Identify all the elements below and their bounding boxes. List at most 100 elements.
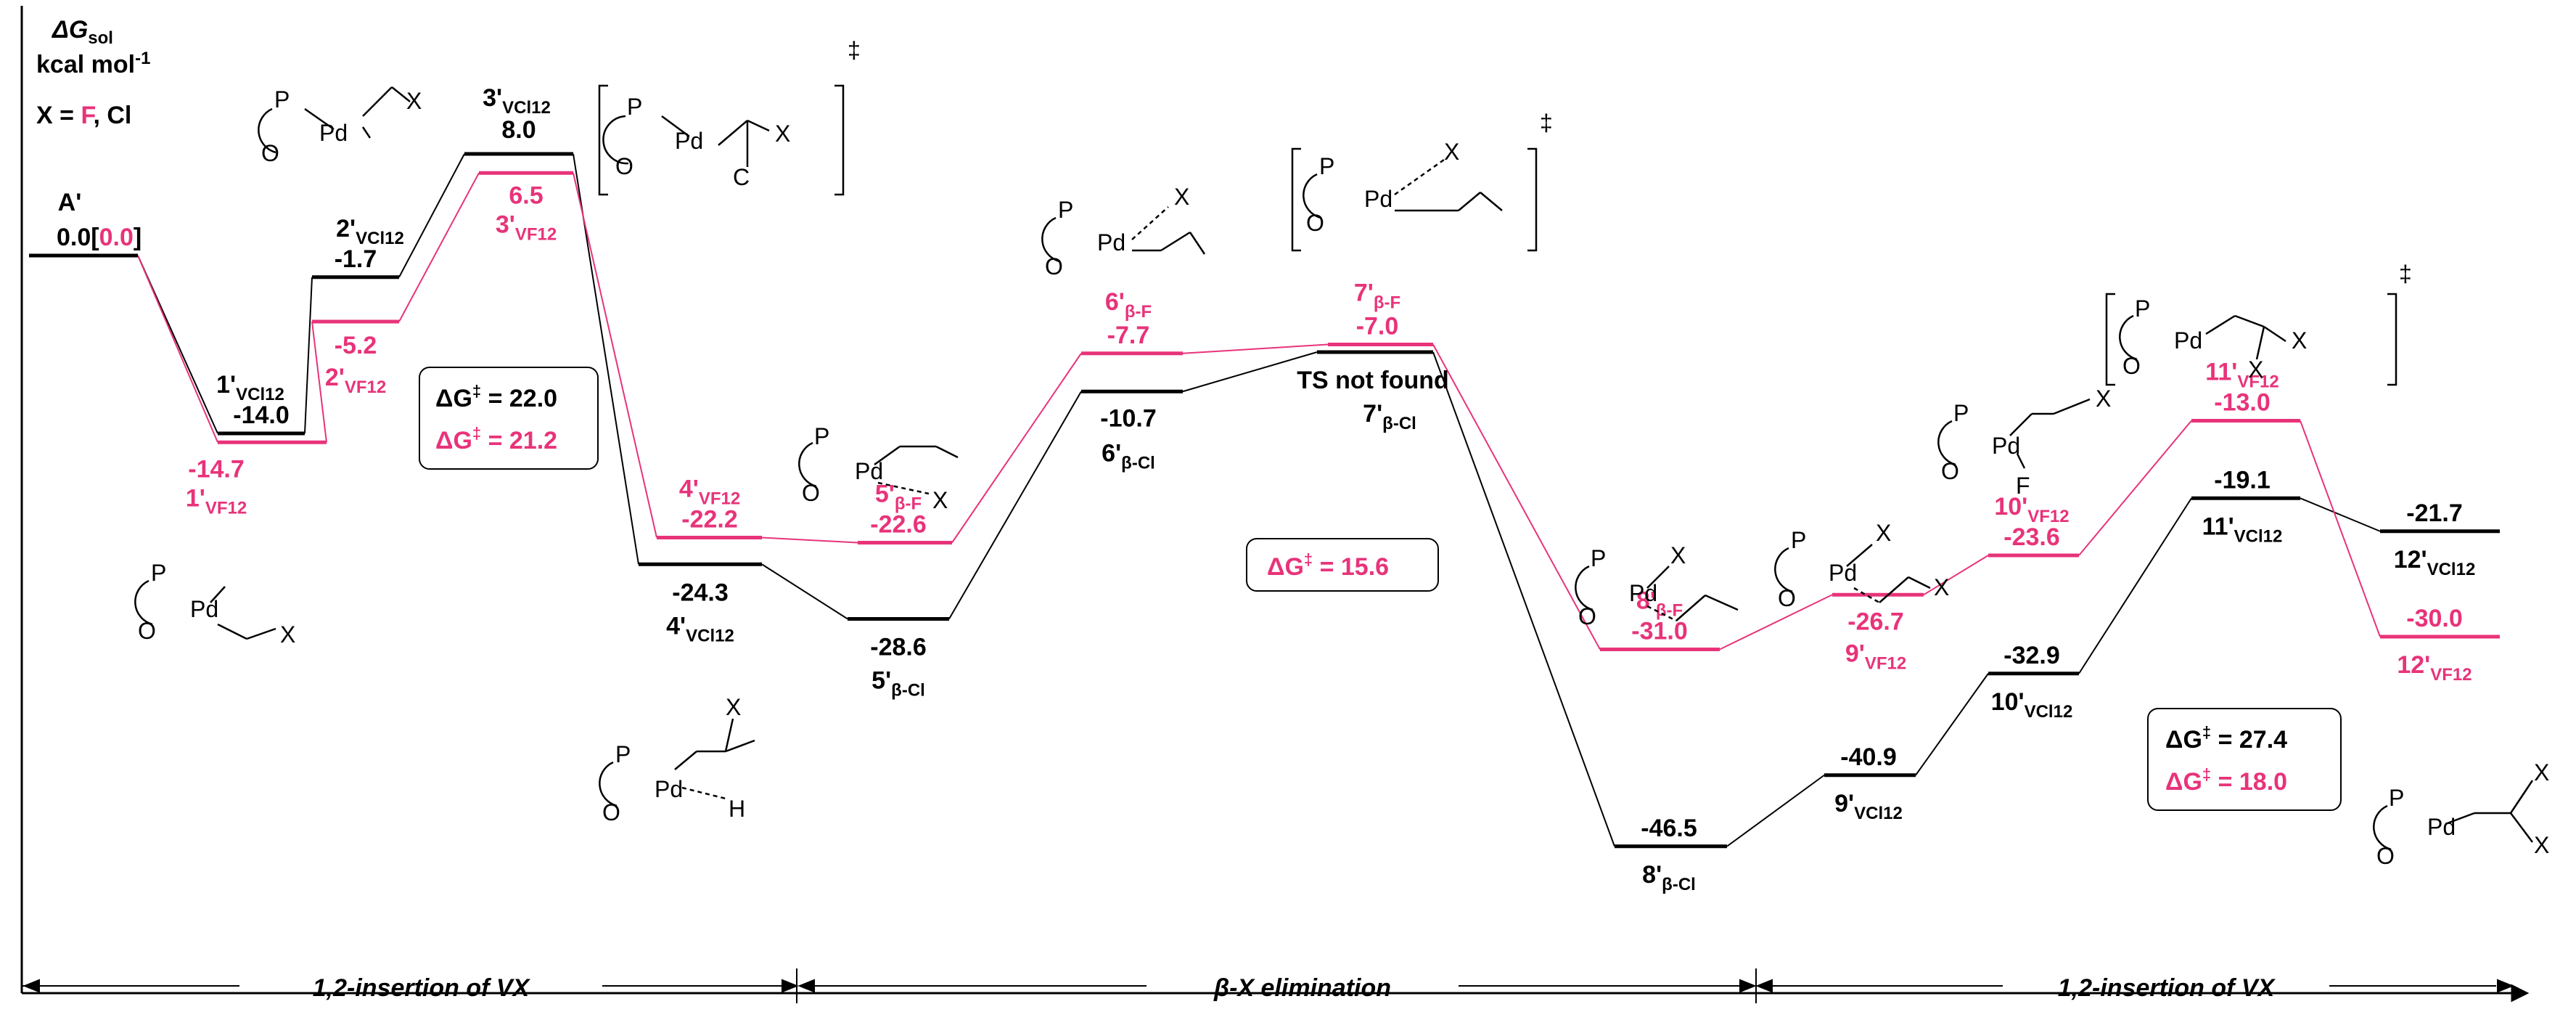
structure-ts11 bbox=[2105, 293, 2397, 386]
struct-10-X: X bbox=[2096, 385, 2111, 412]
value-3cl: 8.0 bbox=[501, 116, 536, 144]
value-8f: -31.0 bbox=[1631, 618, 1688, 645]
f-path-10f-11f bbox=[2078, 420, 2192, 556]
svg-text:ΔGsol: ΔGsol bbox=[51, 16, 113, 48]
struct-9-O: O bbox=[1778, 585, 1796, 611]
barrier-box-2: ΔG‡ = 15.6 bbox=[1246, 538, 1439, 592]
struct-9-Pd: Pd bbox=[1829, 560, 1857, 586]
structure-2-vinylX bbox=[258, 86, 411, 154]
phase-label-2: β-X elimination bbox=[1213, 974, 1391, 1002]
struct-4-H: H bbox=[729, 796, 745, 822]
cl-path-7cl-8cl bbox=[1432, 351, 1615, 847]
reaction-paths bbox=[137, 153, 2381, 847]
struct-2-X: X bbox=[406, 88, 422, 114]
f-path-11f-12f bbox=[2300, 420, 2381, 637]
name-6cl: 6'β-Cl bbox=[1102, 439, 1155, 473]
barrier-3-sup: ‡ bbox=[2202, 723, 2211, 741]
barrier-1-pink-dg: ΔG bbox=[435, 427, 472, 454]
struct-6-Pd: Pd bbox=[1097, 229, 1125, 256]
struct-4-P: P bbox=[615, 741, 631, 767]
struct-6-P: P bbox=[1058, 197, 1073, 223]
f-path-6f-7f bbox=[1182, 343, 1329, 354]
structure-9 bbox=[1774, 544, 1931, 604]
cl-path-5cl-6cl bbox=[948, 391, 1082, 620]
ts3-O: O bbox=[615, 153, 633, 179]
svg-text:ΔG‡ = 27.4: ΔG‡ = 27.4 bbox=[2165, 723, 2287, 754]
x-sep: , bbox=[93, 102, 107, 129]
name-7f: 7'β-F bbox=[1354, 280, 1400, 313]
cl-path-1cl-2cl bbox=[304, 277, 313, 434]
value-6cl: -10.7 bbox=[1100, 404, 1157, 432]
value-12f: -30.0 bbox=[2406, 605, 2463, 632]
name-2f: 2'VF12 bbox=[325, 364, 386, 397]
barrier-1-dg: ΔG bbox=[435, 385, 472, 412]
struct-12-O: O bbox=[2376, 843, 2395, 869]
struct-9-X2: X bbox=[1934, 574, 1949, 600]
barrier-1-sup: ‡ bbox=[472, 382, 481, 400]
cl-path-10cl-11cl bbox=[2078, 497, 2192, 674]
barrier-2-sup: ‡ bbox=[1304, 550, 1313, 568]
x-cl: Cl bbox=[107, 102, 131, 129]
cl-path-6cl-7cl bbox=[1182, 351, 1318, 393]
struct-6-X: X bbox=[1174, 184, 1189, 210]
barrier-2-dg: ΔG bbox=[1267, 553, 1304, 581]
name-12f: 12'VF12 bbox=[2397, 651, 2472, 685]
value-5f: -22.6 bbox=[870, 511, 927, 539]
structure-4 bbox=[599, 718, 755, 807]
cl-path-9cl-10cl bbox=[1915, 673, 1989, 776]
ts7-O: O bbox=[1306, 210, 1324, 236]
name-12cl: 12'VCl12 bbox=[2394, 546, 2476, 579]
barrier-3-black-value: 27.4 bbox=[2239, 726, 2287, 754]
structure-6 bbox=[1041, 206, 1206, 263]
name-10f: 10'VF12 bbox=[1994, 493, 2069, 526]
value-9cl: -40.9 bbox=[1840, 743, 1897, 771]
name-9f: 9'VF12 bbox=[1845, 640, 1906, 673]
cl-path-11cl-12cl bbox=[2300, 497, 2381, 532]
ts3-X: X bbox=[775, 121, 790, 147]
value-11cl: -19.1 bbox=[2214, 466, 2271, 494]
ts11-X2: X bbox=[2248, 356, 2263, 383]
barrier-1-eq: = bbox=[481, 385, 509, 412]
struct-10-F: F bbox=[2016, 473, 2030, 499]
ts3-C: C bbox=[733, 164, 750, 190]
unit-exponent: -1 bbox=[135, 49, 150, 68]
y-axis-header: ΔGsol kcal mol-1 X = F, Cl bbox=[36, 16, 150, 129]
struct-8-O: O bbox=[1578, 603, 1596, 629]
phase-label-3: 1,2-insertion of VX bbox=[2058, 974, 2276, 1002]
x-f: F bbox=[81, 102, 95, 129]
struct-2-Pd: Pd bbox=[319, 120, 348, 146]
struct-5-O: O bbox=[802, 480, 820, 506]
name-4f: 4'VF12 bbox=[679, 476, 740, 509]
value-11f: -13.0 bbox=[2214, 389, 2271, 417]
struct-1-X: X bbox=[280, 621, 295, 648]
ts3-Pd: Pd bbox=[675, 128, 703, 154]
value-10f: -23.6 bbox=[2003, 523, 2060, 551]
ts11-Pd: Pd bbox=[2174, 327, 2202, 354]
svg-text:kcal mol-1: kcal mol-1 bbox=[36, 49, 150, 78]
ts3-dagger: ‡ bbox=[848, 37, 861, 63]
ts11-X: X bbox=[2292, 327, 2307, 354]
f-path-5f-6f bbox=[951, 353, 1082, 544]
value-A: 0.0[0.0] bbox=[57, 224, 141, 251]
name-11cl: 11'VCl12 bbox=[2202, 513, 2283, 546]
name-3f: 3'VF12 bbox=[496, 211, 557, 244]
struct-8-X: X bbox=[1670, 542, 1686, 568]
name-6f: 6'β-F bbox=[1105, 288, 1152, 322]
struct-9-X: X bbox=[1876, 520, 1891, 546]
name-A: A' bbox=[58, 189, 82, 216]
f-path-A-1f bbox=[137, 255, 218, 443]
value-2cl: -1.7 bbox=[335, 245, 377, 273]
svg-text:ΔG‡ = 15.6: ΔG‡ = 15.6 bbox=[1267, 550, 1389, 581]
struct-12-P: P bbox=[2389, 785, 2404, 811]
ts7-dagger: ‡ bbox=[1540, 110, 1553, 136]
barrier-3-pink-eq: = bbox=[2211, 768, 2239, 796]
cl-path-2cl-3cl bbox=[398, 153, 465, 278]
struct-10-O: O bbox=[1941, 458, 1959, 484]
struct-5-X: X bbox=[932, 487, 948, 513]
cl-path-8cl-9cl bbox=[1726, 774, 1825, 847]
barrier-3-pink-sup: ‡ bbox=[2202, 765, 2211, 783]
structure-8 bbox=[1575, 565, 1739, 622]
name-1f: 1'VF12 bbox=[186, 484, 247, 518]
struct-1-O: O bbox=[138, 618, 156, 644]
name-7cl: 7'β-Cl bbox=[1363, 400, 1416, 433]
